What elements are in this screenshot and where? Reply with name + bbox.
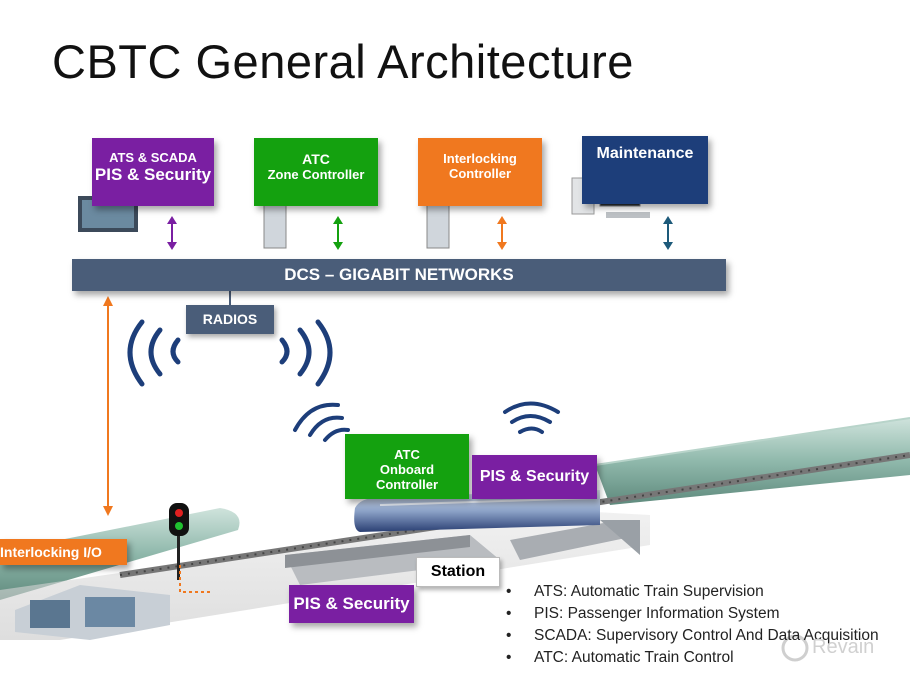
- dcs-network-bar: DCS – GIGABIT NETWORKS: [72, 259, 726, 291]
- maintenance-box: Maintenance: [582, 136, 708, 204]
- atc-zone-controller-box: ATC Zone Controller: [254, 138, 378, 206]
- legend-item-scada: SCADA: Supervisory Control And Data Acqu…: [506, 625, 879, 647]
- interlocking-controller-box: Interlocking Controller: [418, 138, 542, 206]
- atc-line1: ATC: [302, 151, 330, 167]
- right-tunnel: [595, 418, 910, 505]
- signal-head: [169, 503, 189, 536]
- station-label: Station: [416, 557, 500, 587]
- watermark: Revain: [812, 636, 875, 658]
- atc-line2: Zone Controller: [267, 167, 365, 182]
- onboard-line3: Controller: [375, 477, 439, 492]
- ats-line2: PIS & Security: [94, 165, 212, 184]
- ats-scada-box: ATS & SCADA PIS & Security: [92, 138, 214, 206]
- train-waves-right: [503, 401, 560, 434]
- ats-line1: ATS & SCADA: [109, 150, 197, 165]
- maintenance-label: Maintenance: [596, 145, 694, 162]
- onboard-line1: ATC: [394, 447, 420, 462]
- legend-item-ats: ATS: Automatic Train Supervision: [506, 581, 879, 603]
- page-title: CBTC General Architecture: [52, 35, 634, 88]
- legend-item-atc: ATC: Automatic Train Control: [506, 647, 879, 669]
- atc-onboard-controller-box: ATC Onboard Controller: [345, 434, 469, 499]
- radios-box: RADIOS: [186, 305, 274, 334]
- interlocking-io-box: Interlocking I/O: [0, 539, 127, 565]
- interlocking-line2: Controller: [448, 166, 512, 181]
- interlocking-line1: Interlocking: [443, 151, 517, 166]
- pis-security-station-box: PIS & Security: [289, 585, 414, 623]
- legend-item-pis: PIS: Passenger Information System: [506, 603, 879, 625]
- pis-security-train-box: PIS & Security: [472, 455, 597, 499]
- radio-waves-right: [279, 319, 333, 387]
- train-waves-left: [293, 402, 350, 442]
- legend: ATS: Automatic Train Supervision PIS: Pa…: [506, 581, 879, 669]
- signal-pole: [177, 525, 180, 580]
- radio-waves-left: [127, 319, 181, 387]
- onboard-line2: Onboard: [379, 462, 435, 477]
